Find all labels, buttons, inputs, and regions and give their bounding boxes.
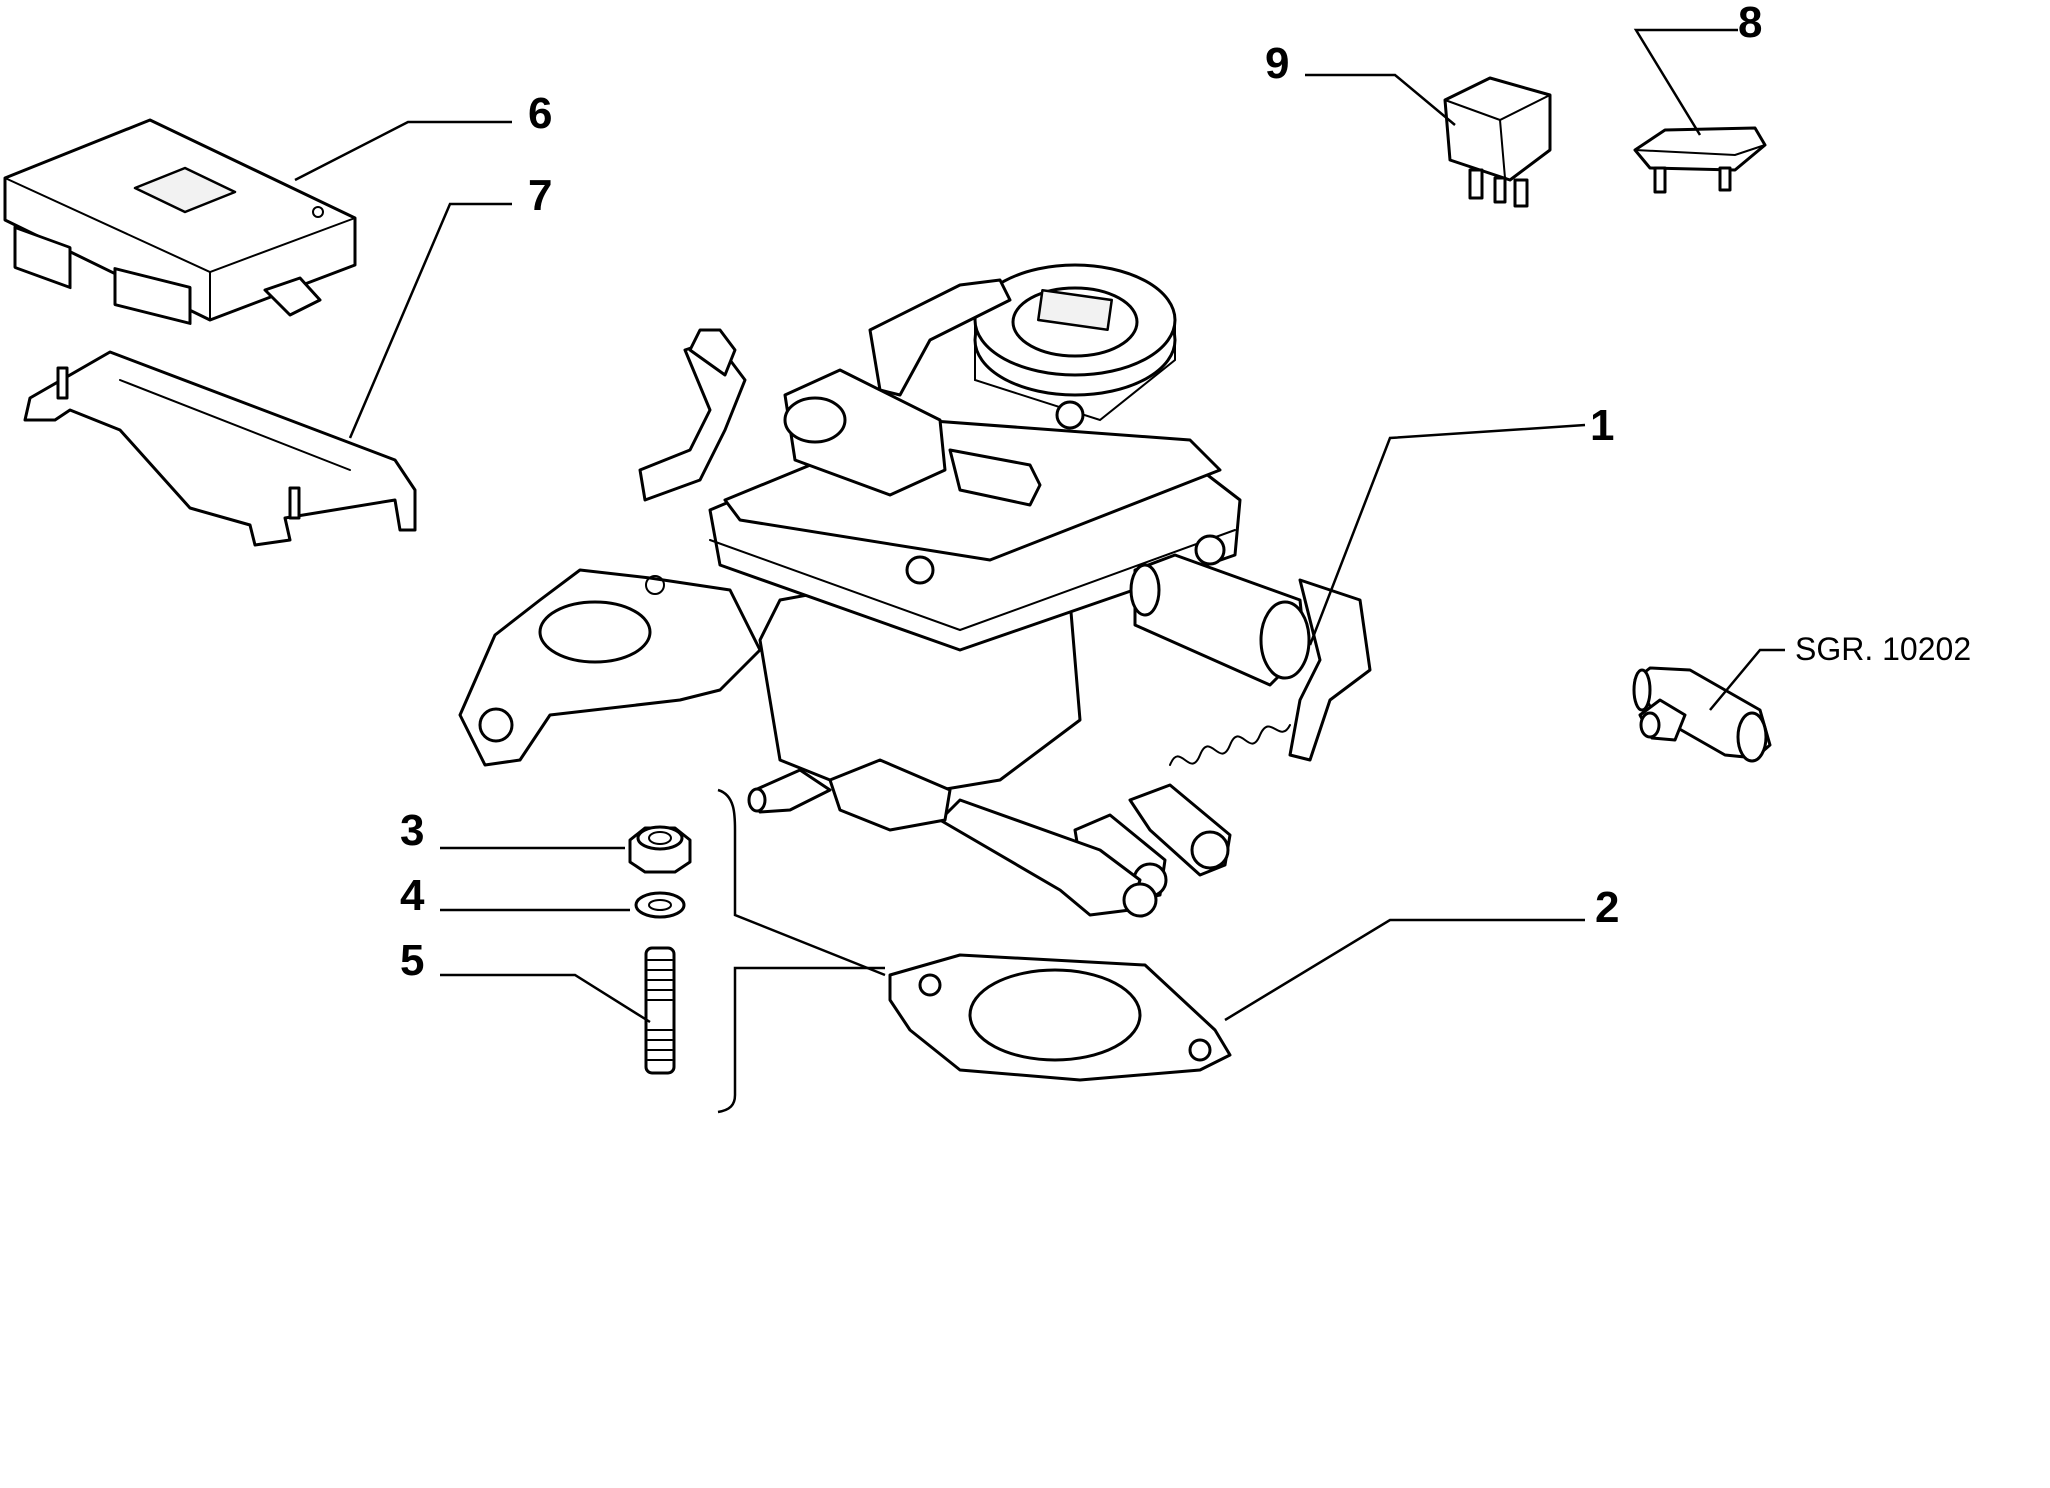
pipe-fitting-part[interactable] (1632, 666, 1772, 763)
reference-code: SGR. 10202 (1795, 631, 1971, 667)
callout-8[interactable]: 8 (1738, 0, 1762, 47)
leader-lines (294, 28, 1785, 1114)
callout-3[interactable]: 3 (400, 806, 424, 855)
bracket-part[interactable] (23, 350, 417, 547)
callout-5[interactable]: 5 (400, 936, 424, 985)
callout-labels: 1 2 3 4 5 6 7 8 9 SGR. 10202 (400, 0, 1971, 985)
callout-2[interactable]: 2 (1595, 883, 1619, 932)
relay-part[interactable] (1443, 76, 1552, 208)
callout-4[interactable]: 4 (400, 871, 425, 920)
stud-part[interactable] (644, 946, 676, 1075)
callout-7[interactable]: 7 (528, 171, 552, 220)
gasket-part[interactable] (888, 953, 1232, 1082)
nut-part[interactable] (628, 825, 692, 874)
control-unit-part[interactable] (3, 118, 357, 325)
callout-6[interactable]: 6 (528, 89, 552, 138)
cover-part[interactable] (1633, 126, 1767, 194)
carburetor-part[interactable] (458, 263, 1372, 918)
callout-1[interactable]: 1 (1590, 401, 1614, 450)
washer-part[interactable] (634, 891, 686, 919)
callout-9[interactable]: 9 (1265, 39, 1289, 88)
